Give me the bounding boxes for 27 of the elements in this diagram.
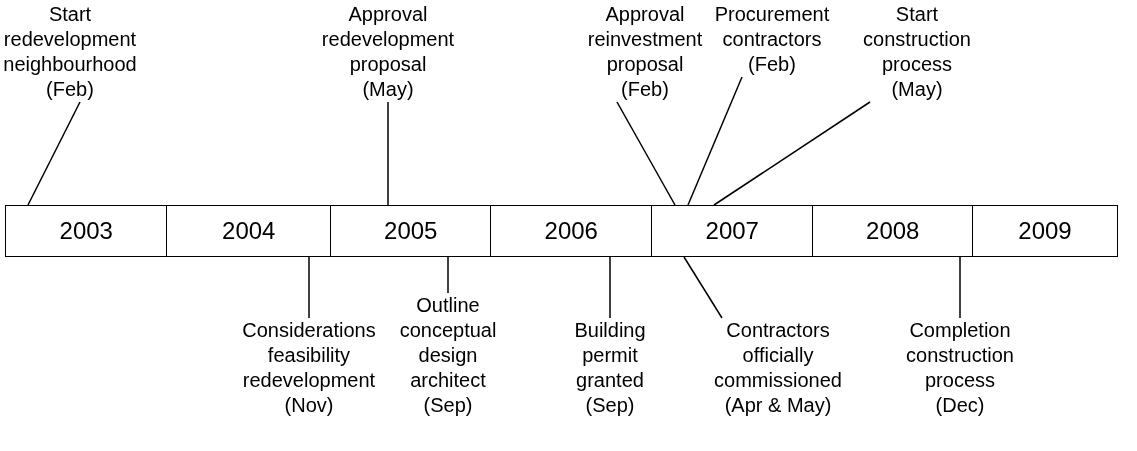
event-label: Approval reinvestment proposal (Feb): [587, 2, 703, 102]
year-cell: 2008: [812, 205, 974, 257]
year-cell: 2009: [972, 205, 1118, 257]
leader-line: [308, 256, 310, 319]
event-label: Approval redevelopment proposal (May): [321, 2, 455, 102]
leader-line: [27, 101, 81, 206]
leader-line: [609, 256, 611, 319]
year-cell: 2004: [166, 205, 332, 257]
event-label: Completion construction process (Dec): [906, 318, 1014, 418]
event-label: Start redevelopment neighbourhood (Feb): [3, 2, 137, 102]
year-cell: 2003: [5, 205, 168, 257]
year-cell: 2006: [490, 205, 653, 257]
year-cell: 2005: [330, 205, 492, 257]
event-label: Start construction process (May): [863, 2, 971, 102]
leader-line: [713, 101, 871, 206]
year-cell: 2007: [651, 205, 814, 257]
leader-line: [616, 101, 676, 206]
event-label: Contractors officially commissioned (Apr & May): [708, 318, 848, 418]
event-label: Building permit granted (Sep): [574, 318, 646, 418]
leader-line: [683, 256, 723, 319]
leader-line: [959, 256, 961, 319]
leader-line: [387, 101, 389, 206]
leader-line: [687, 76, 743, 206]
event-label: Considerations feasibility redevelopment (Nov): [242, 318, 376, 418]
leader-line: [447, 256, 449, 294]
event-label: Outline conceptual design architect (Sep): [399, 293, 497, 418]
event-label: Procurement contractors (Feb): [714, 2, 830, 77]
